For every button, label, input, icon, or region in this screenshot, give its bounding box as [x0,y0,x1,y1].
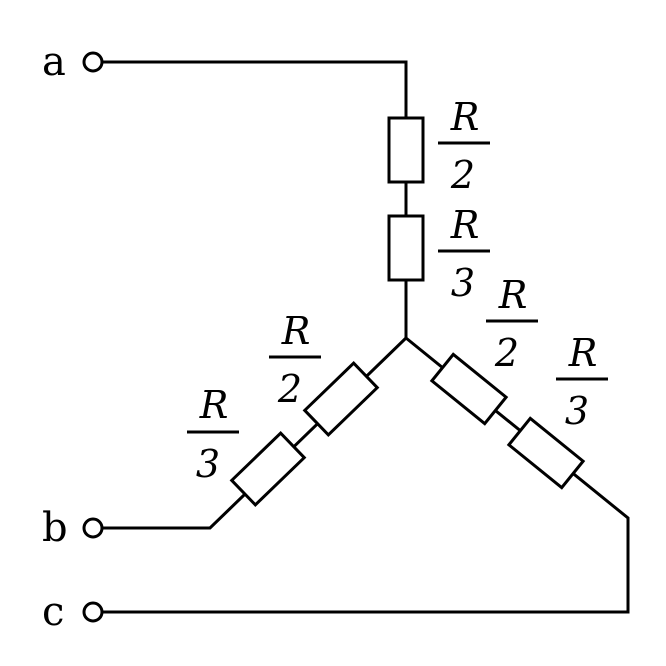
label-right-lower: R 3 [556,331,608,433]
resistor-right-upper [429,352,509,426]
terminal-c-label: c [42,589,64,635]
resistor-left-upper [302,361,380,437]
wire-c [102,336,630,614]
label-top-lower-num: R [450,203,480,247]
label-left-upper-num: R [281,309,311,353]
terminal-a-circle [82,51,104,73]
resistor-left-lower [229,431,307,507]
wires [102,60,630,614]
label-top-lower: R 3 [438,203,490,305]
terminal-c-circle [82,601,104,623]
resistor-top-lower [387,214,425,282]
resistor-right-lower [506,416,586,490]
label-left-lower: R 3 [187,383,239,486]
label-top-lower-den: 3 [451,261,475,305]
label-left-upper-den: 2 [277,367,302,411]
label-top-upper-num: R [450,95,480,139]
terminal-b-circle [82,517,104,539]
terminal-b: b [42,505,104,551]
label-left-upper: R 2 [269,309,321,411]
terminal-a-label: a [42,39,66,85]
label-right-upper-den: 2 [494,331,519,375]
terminal-a: a [42,39,104,85]
label-right-upper-num: R [498,273,528,317]
resistor-top-upper [387,116,425,184]
label-top-upper-den: 2 [450,153,475,197]
label-right-upper: R 2 [486,273,538,375]
label-top-upper: R 2 [438,95,490,197]
label-right-lower-num: R [568,331,598,375]
terminal-c: c [42,589,104,635]
terminal-b-label: b [42,505,68,551]
label-right-lower-den: 3 [565,389,589,433]
wire-a [102,60,408,338]
label-left-lower-num: R [199,383,229,427]
label-left-lower-den: 3 [196,442,220,486]
